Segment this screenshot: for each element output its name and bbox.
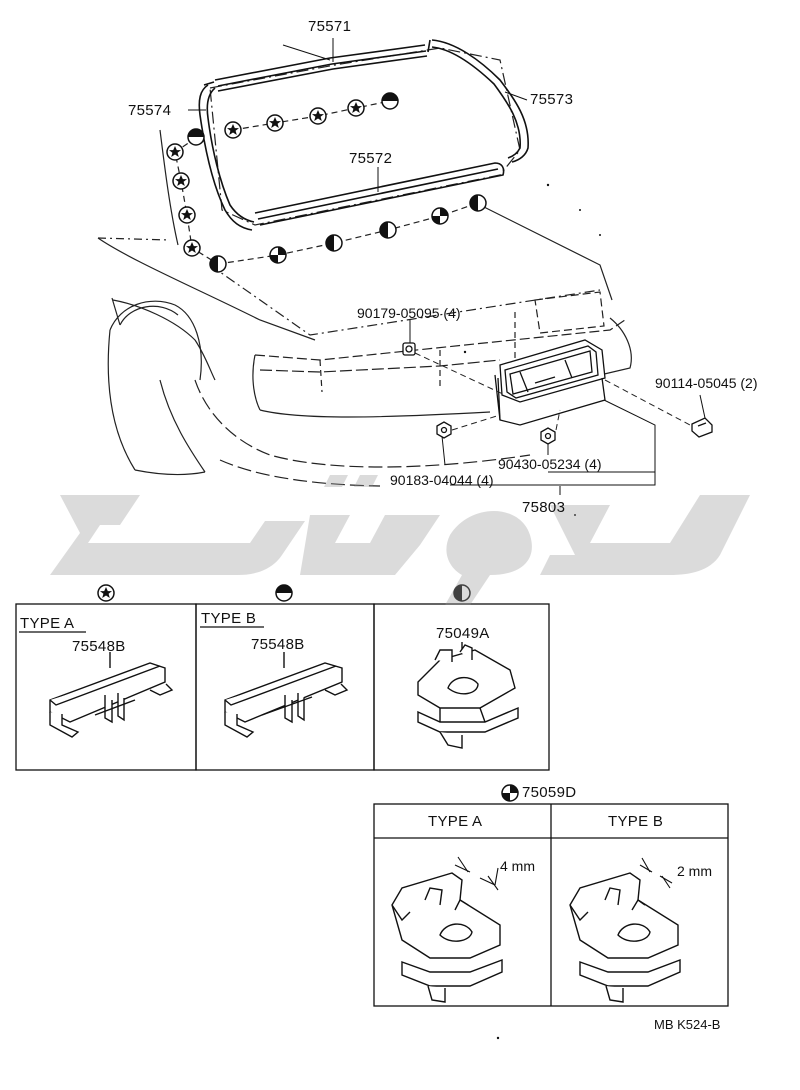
half-left-clip-icon	[379, 221, 397, 239]
clip-75059d-box	[373, 803, 729, 1007]
label-75573: 75573	[530, 91, 574, 108]
screw-90114	[691, 417, 713, 438]
label-75059d: 75059D	[522, 784, 577, 801]
label-75571: 75571	[308, 18, 352, 35]
label-75572: 75572	[349, 150, 393, 167]
clip-75548b-type-a	[49, 652, 174, 738]
star-clip-icon	[347, 99, 365, 117]
label-75548b-b: 75548B	[251, 636, 305, 653]
watermark-logo	[50, 475, 750, 605]
diagram-code: MB K524-B	[654, 1017, 721, 1032]
label-90114: 90114-05045 (2)	[655, 375, 758, 391]
type-a-label: TYPE A	[20, 615, 75, 632]
quarter-clip-icon	[269, 246, 287, 264]
fastener-90430	[540, 427, 556, 445]
star-clip-icon	[309, 107, 327, 125]
star-clip-icon	[183, 239, 201, 257]
clip-d-type-b-label: TYPE B	[608, 813, 664, 830]
label-90183: 90183-04044 (4)	[390, 472, 494, 488]
molding-75574	[198, 81, 255, 231]
star-clip-icon	[178, 206, 196, 224]
dim-4mm: 4 mm	[500, 858, 535, 874]
molding-75573	[427, 39, 529, 163]
half-left-clip-icon	[209, 255, 227, 273]
car-body-outline	[97, 129, 632, 487]
half-top-clip-icon	[187, 128, 205, 146]
clip-75548b-type-b	[224, 652, 349, 738]
label-75803: 75803	[522, 499, 566, 516]
fastener-90183	[436, 421, 452, 439]
molding-75572	[254, 162, 505, 226]
underlines	[19, 626, 264, 633]
clip-75049a	[417, 642, 519, 749]
label-75574: 75574	[128, 102, 172, 119]
half-left-clip-icon	[325, 234, 343, 252]
clip-legend-row	[15, 603, 550, 771]
star-clip-icon	[166, 143, 184, 161]
specks	[463, 183, 601, 1040]
clip-75059d-type-b	[569, 872, 681, 1003]
quarter-clip-icon	[431, 207, 449, 225]
assembly-dash-lines	[414, 352, 691, 431]
license-lamp-75803	[494, 339, 606, 426]
clip-75059d-type-a	[391, 872, 503, 1003]
half-top-clip-icon	[381, 92, 399, 110]
star-clip-icon	[266, 114, 284, 132]
fastener-90179	[402, 342, 416, 356]
label-90430: 90430-05234 (4)	[498, 456, 602, 472]
dim-arrows-a	[454, 856, 499, 891]
dim-2mm: 2 mm	[677, 863, 712, 879]
type-b-label: TYPE B	[201, 610, 257, 627]
molding-75571	[214, 44, 428, 92]
quarter-clip-icon	[501, 784, 519, 802]
dim-arrows-b	[639, 857, 673, 889]
leader-lines	[188, 38, 706, 495]
label-75548b-a: 75548B	[72, 638, 126, 655]
star-clip-icon	[172, 172, 190, 190]
clip-d-type-a-label: TYPE A	[428, 813, 483, 830]
label-90179: 90179-05095 (4)	[357, 305, 461, 321]
half-left-clip-icon	[469, 194, 487, 212]
label-75049a: 75049A	[436, 625, 490, 642]
star-clip-icon	[224, 121, 242, 139]
